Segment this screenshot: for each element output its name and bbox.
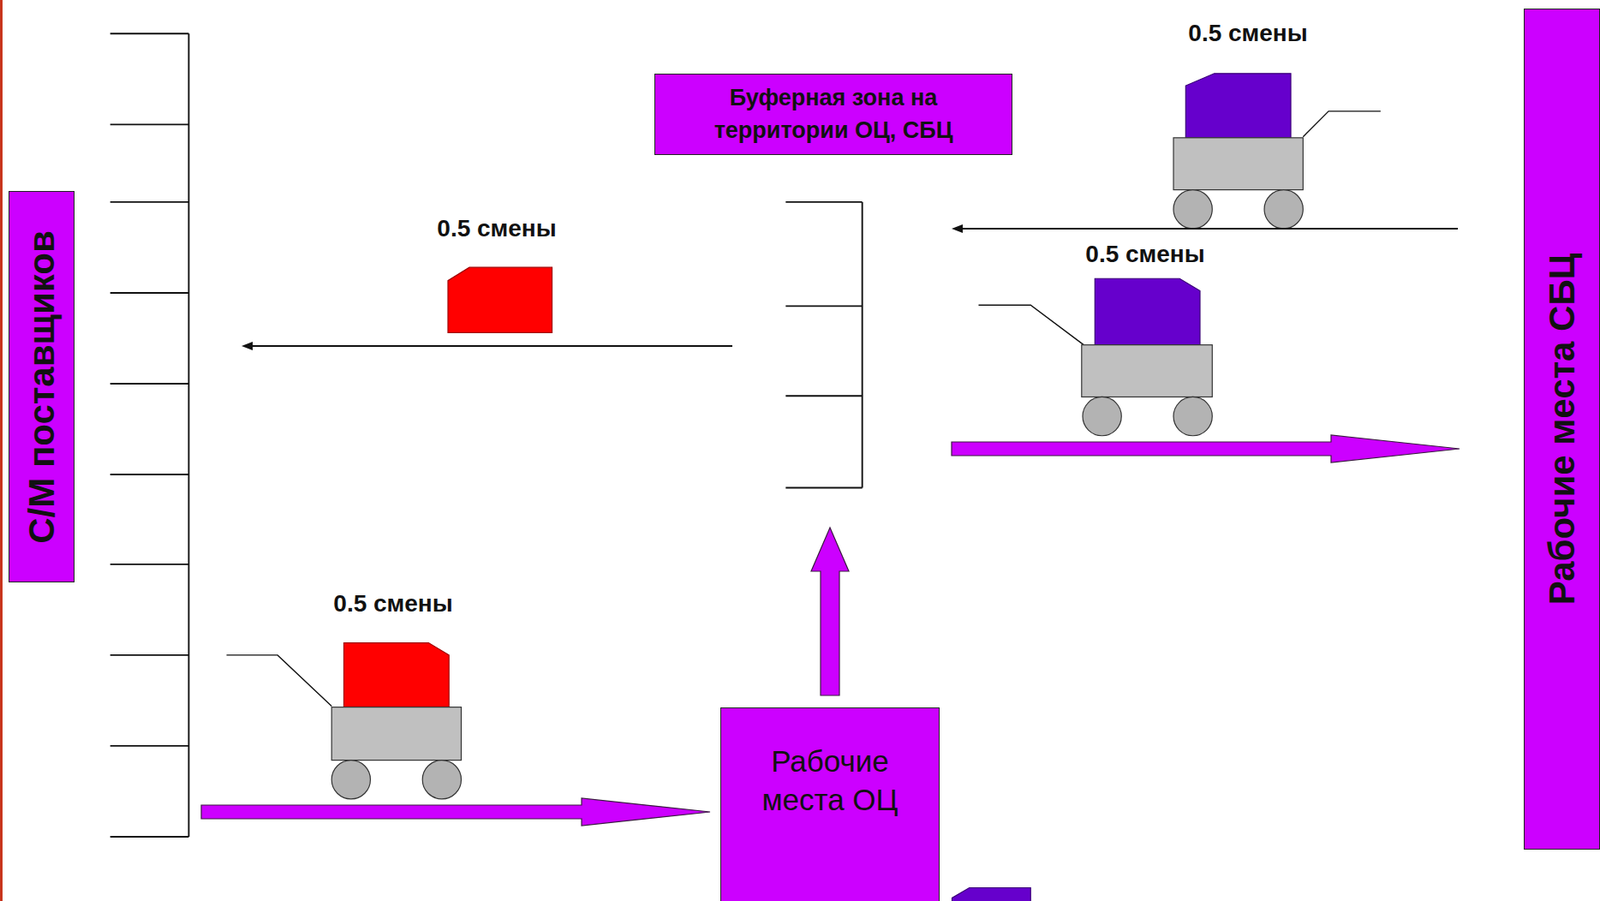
load-box bbox=[1185, 73, 1291, 138]
return-arrow bbox=[241, 341, 733, 351]
rack-shelf bbox=[110, 201, 190, 203]
cart-platform bbox=[1173, 137, 1303, 191]
arrow-head bbox=[951, 224, 963, 233]
load-box bbox=[1094, 278, 1200, 345]
cart-platform bbox=[331, 707, 461, 761]
return-arrow bbox=[951, 224, 1458, 233]
rack-shelf bbox=[110, 32, 190, 35]
supplier-warehouse: С/М поставщиков bbox=[8, 33, 202, 837]
duration-label: 0.5 смены bbox=[1085, 240, 1205, 269]
supplier-rack bbox=[110, 33, 190, 837]
purple-cart bbox=[978, 278, 1212, 436]
duration-label: 0.5 смены bbox=[436, 214, 556, 243]
assembly-workplaces: Рабочие места ОЦ bbox=[720, 707, 940, 901]
node-label: Буферная зона на территории ОЦ, СБЦ bbox=[663, 82, 1003, 148]
cart-wheel bbox=[422, 760, 461, 800]
block-arrow bbox=[201, 798, 711, 826]
flow-arrow bbox=[951, 435, 1460, 463]
empty-container bbox=[447, 267, 553, 333]
flow-arrow bbox=[811, 527, 849, 696]
cart-wheel bbox=[331, 760, 371, 800]
workplaces-bar: Рабочие места СБЦ bbox=[1459, 8, 1600, 850]
label-panel: Рабочие места ОЦ bbox=[720, 707, 940, 901]
rack-shelf bbox=[110, 123, 190, 126]
purple-cart bbox=[1173, 73, 1381, 229]
rack-post bbox=[861, 202, 864, 489]
load-box bbox=[343, 643, 449, 708]
rack-shelf bbox=[110, 292, 190, 294]
rack-shelf bbox=[785, 201, 862, 203]
cart-handle bbox=[226, 655, 332, 707]
buffer-rack bbox=[785, 202, 862, 489]
block-arrow bbox=[811, 527, 849, 696]
arrow-head bbox=[241, 341, 253, 351]
duration-label: 0.5 смены bbox=[333, 590, 453, 618]
load-box bbox=[952, 888, 1032, 901]
page-border bbox=[0, 0, 3, 901]
block-arrow bbox=[951, 435, 1460, 463]
rack-post bbox=[187, 33, 190, 837]
rack-shelf bbox=[110, 473, 190, 476]
flow-arrow bbox=[201, 798, 711, 826]
cart-handle bbox=[978, 304, 1084, 345]
rack-shelf bbox=[785, 304, 862, 307]
rack-shelf bbox=[785, 394, 862, 397]
rack-shelf bbox=[785, 487, 862, 490]
cart-wheel bbox=[1264, 190, 1303, 229]
cart-wheel bbox=[1082, 396, 1122, 436]
rack-shelf bbox=[110, 382, 190, 385]
buffer-zone: Буферная зона на территории ОЦ, СБЦ bbox=[732, 202, 952, 528]
arrow-line bbox=[251, 345, 733, 347]
label-panel: Буферная зона на территории ОЦ, СБЦ bbox=[654, 73, 1013, 156]
arrow-line bbox=[961, 227, 1458, 230]
cart-wheel bbox=[1173, 396, 1212, 436]
node-label: С/М поставщиков bbox=[19, 230, 63, 544]
label-panel: Рабочие места СБЦ bbox=[1523, 8, 1600, 850]
rack-shelf bbox=[110, 654, 190, 657]
label-panel: С/М поставщиков bbox=[8, 191, 75, 583]
rack-shelf bbox=[110, 563, 190, 566]
node-label: Рабочие места ОЦ bbox=[755, 742, 906, 820]
duration-label: 0.5 смены bbox=[1188, 19, 1308, 48]
rack-shelf bbox=[110, 835, 190, 838]
cart-wheel bbox=[1173, 190, 1212, 229]
rack-shelf bbox=[110, 745, 190, 747]
cart-handle bbox=[1302, 111, 1381, 138]
cart-platform bbox=[1081, 345, 1212, 398]
node-label: Рабочие места СБЦ bbox=[1540, 253, 1583, 606]
red-cart bbox=[226, 643, 461, 800]
